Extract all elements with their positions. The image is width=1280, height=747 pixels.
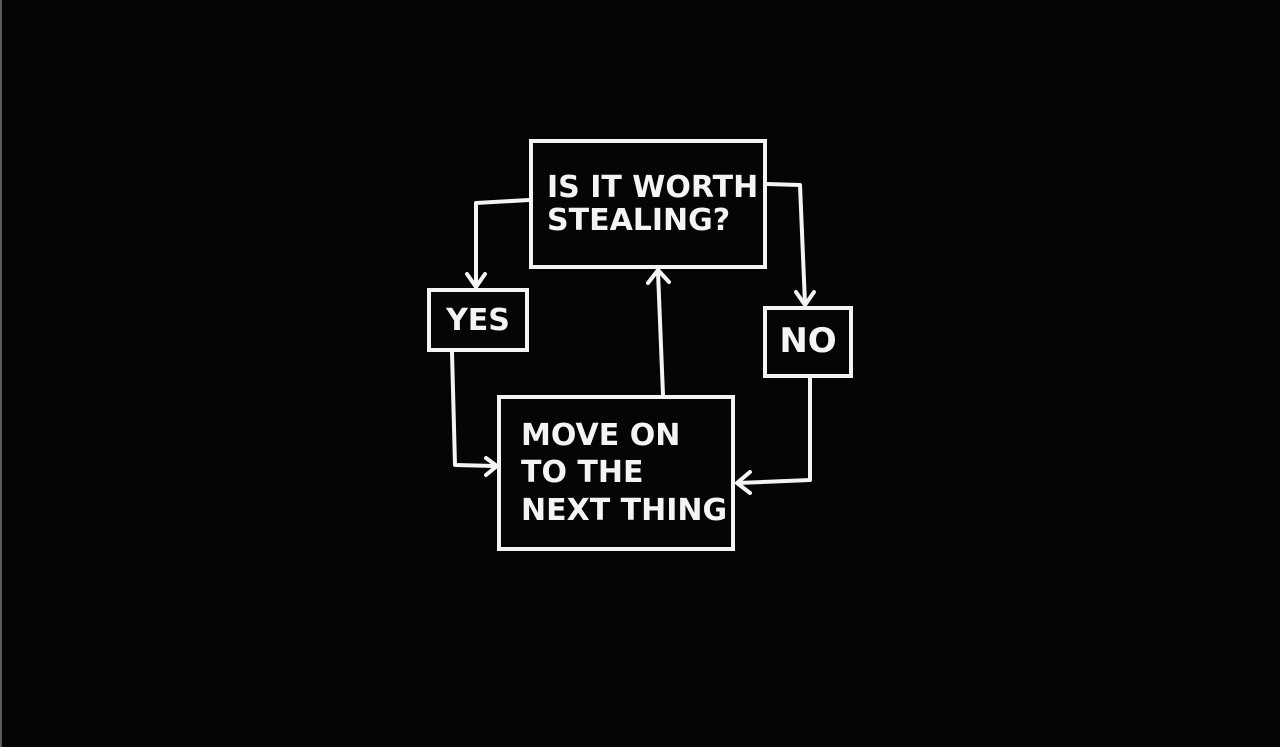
arrowhead-no-icon [794, 290, 816, 307]
arrowhead-question-icon [646, 268, 671, 285]
no-node: NO [763, 306, 853, 378]
yes-node: YES [427, 288, 529, 352]
edge-yes-to-move [450, 350, 497, 468]
edge-move-to-question [656, 270, 665, 397]
arrowhead-yes-icon [465, 272, 487, 289]
yes-label: YES [446, 302, 510, 338]
move-on-node: MOVE ON TO THE NEXT THING [497, 395, 735, 551]
question-node: IS IT WORTH STEALING? [529, 139, 767, 269]
question-line-2: STEALING? [547, 203, 731, 238]
edge-no-to-move [736, 376, 812, 485]
edge-question-to-yes [474, 198, 531, 288]
no-label: NO [779, 321, 837, 362]
question-line-1: IS IT WORTH [547, 170, 759, 205]
move-line-2: TO THE [521, 455, 644, 491]
move-line-1: MOVE ON [521, 417, 681, 453]
edge-question-to-no [765, 182, 807, 306]
move-line-3: NEXT THING [521, 492, 728, 528]
arrowhead-move-right-icon [735, 470, 752, 495]
